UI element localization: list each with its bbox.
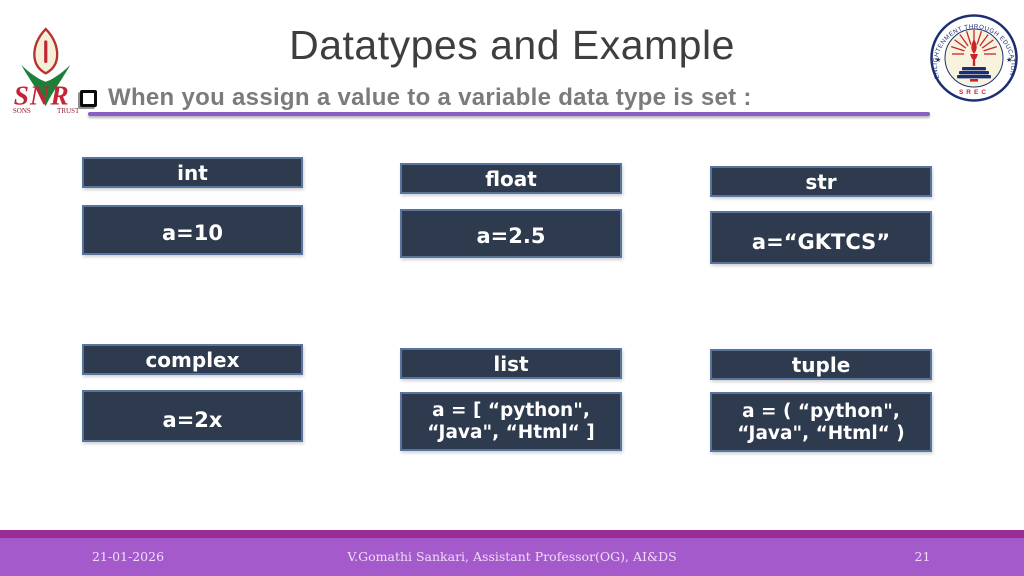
snr-trust-text: TRUST xyxy=(57,107,80,115)
bullet-text: When you assign a value to a variable da… xyxy=(108,84,752,111)
title-underline xyxy=(88,112,930,116)
snr-sons-text: SONS xyxy=(13,107,31,115)
datatype-label-int: int xyxy=(82,157,303,188)
srec-books-icon xyxy=(957,67,991,79)
footer-credit: V.Gomathi Sankari, Assistant Professor(O… xyxy=(347,549,677,564)
srec-base xyxy=(970,79,978,82)
datatype-label-str: str xyxy=(710,166,932,197)
datatype-label-tuple: tuple xyxy=(710,349,932,380)
srec-bottom-text: SREC xyxy=(959,89,989,96)
footer-accent-strip xyxy=(0,530,1024,538)
snr-spadix xyxy=(44,40,48,63)
srec-star-left-icon: ★ xyxy=(935,56,941,64)
snr-trust-logo-icon: SNR SONS TRUST xyxy=(13,27,80,115)
datatype-label-complex: complex xyxy=(82,344,303,375)
srec-college-logo-icon: ★ ★ ENLIGHTENMENT THROUGH EDUCATION SREC xyxy=(930,14,1018,102)
page-title: Datatypes and Example xyxy=(289,22,735,68)
datatype-value-int: a=10 xyxy=(82,205,303,255)
datatype-value-list: a = [ “python", “Java", “Html“ ] xyxy=(400,392,622,451)
footer-page-number: 21 xyxy=(914,549,931,564)
datatype-label-float: float xyxy=(400,163,622,194)
snr-leaves xyxy=(21,64,71,107)
srec-torch-icon xyxy=(970,39,978,66)
datatype-value-str: a=“GKTCS” xyxy=(710,211,932,264)
datatype-value-float: a=2.5 xyxy=(400,209,622,258)
checkbox-bullet-icon xyxy=(80,90,97,107)
srec-star-right-icon: ★ xyxy=(1006,56,1012,64)
datatype-value-complex: a=2x xyxy=(82,390,303,442)
datatype-value-tuple: a = ( “python", “Java", “Html“ ) xyxy=(710,392,932,452)
footer-bar: 21-01-2026 V.Gomathi Sankari, Assistant … xyxy=(0,538,1024,576)
snr-text: SNR xyxy=(14,80,70,110)
srec-sun-rays xyxy=(951,30,997,55)
datatype-label-list: list xyxy=(400,348,622,379)
footer-date: 21-01-2026 xyxy=(91,549,165,564)
